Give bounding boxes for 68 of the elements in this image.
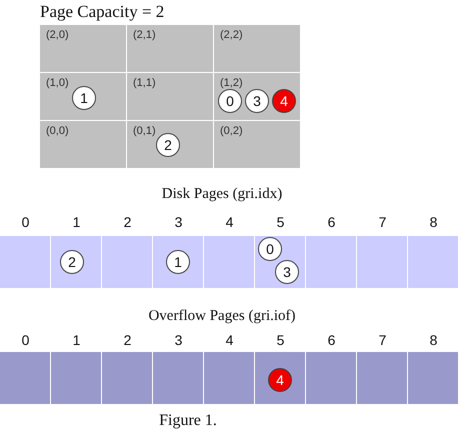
cell-label: (0,1) [133,125,156,137]
grid-cell [127,73,213,120]
page-number: 7 [378,214,388,230]
grid-cell [40,121,126,168]
numbered-circle: 1 [166,250,190,274]
grid-cell [214,73,300,120]
page-number: 8 [428,332,438,348]
page-cell [0,236,50,288]
page-number: 0 [20,332,30,348]
numbered-circle: 4 [268,368,292,392]
page-number: 3 [174,332,184,348]
page-number: 7 [378,332,388,348]
page-number: 0 [20,214,30,230]
cell-label: (1,0) [46,77,69,89]
section-heading: Disk Pages (gri.idx) [162,186,282,203]
page-cell [51,236,101,288]
page-cell [0,352,50,404]
numbered-circle: 3 [275,260,299,284]
page-number: 4 [224,214,234,230]
numbered-circle: 2 [156,133,180,157]
grid-cell [127,25,213,72]
cell-label: (0,2) [220,125,243,137]
page-cell [153,352,203,404]
numbered-circle: 2 [60,250,84,274]
page-cell [408,236,458,288]
page-number: 1 [72,332,82,348]
title: Page Capacity = 2 [40,2,164,22]
page-cell [204,236,254,288]
grid-cell [214,25,300,72]
page-cell [153,236,203,288]
grid-cell [40,73,126,120]
caption: Figure 1. [159,412,217,430]
cell-label: (0,0) [46,125,69,137]
page-cell [357,236,407,288]
page-cell [204,352,254,404]
cell-label: (1,1) [133,77,156,89]
grid-cell [127,121,213,168]
page-cell [255,352,305,404]
page-cell [255,236,305,288]
page-number: 5 [276,214,286,230]
page-cell [102,236,152,288]
page-cell [51,352,101,404]
cell-label: (1,2) [220,77,243,89]
page-number: 3 [174,214,184,230]
numbered-circle: 3 [245,89,269,113]
cell-label: (2,1) [133,29,156,41]
page-cell [306,352,356,404]
section-heading: Overflow Pages (gri.iof) [148,308,296,325]
page-number: 4 [224,332,234,348]
page-number: 6 [326,332,336,348]
page-cell [357,352,407,404]
numbered-circle: 0 [218,89,242,113]
numbered-circle: 4 [272,89,296,113]
page-number: 2 [122,332,132,348]
page-cell [306,236,356,288]
cell-label: (2,0) [46,29,69,41]
page-number: 8 [428,214,438,230]
page-number: 2 [122,214,132,230]
page-cell [102,352,152,404]
grid-cell [214,121,300,168]
cell-label: (2,2) [220,29,243,41]
numbered-circle: 0 [258,237,282,261]
page-number: 6 [326,214,336,230]
page-number: 5 [276,332,286,348]
numbered-circle: 1 [72,86,96,110]
grid-cell [40,25,126,72]
page-cell [408,352,458,404]
page-number: 1 [72,214,82,230]
